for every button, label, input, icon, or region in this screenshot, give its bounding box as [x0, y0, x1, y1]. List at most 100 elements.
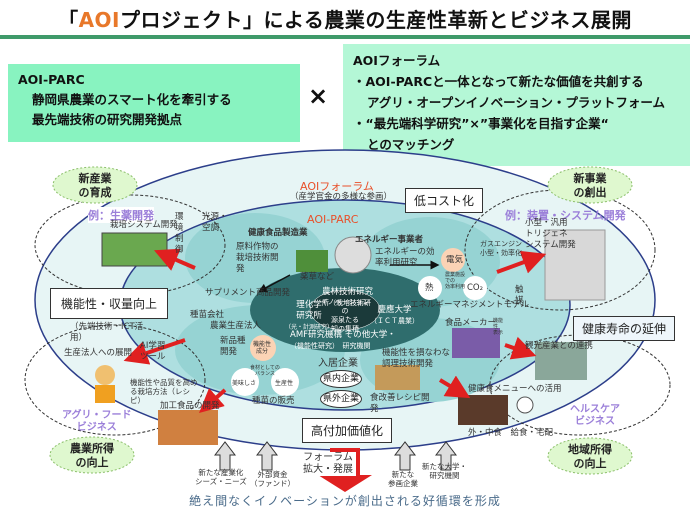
supplement-label: サプリメント商品開発 — [205, 288, 291, 298]
label-line: 触 — [515, 285, 524, 295]
ai-tool-label: AI学習ツール — [140, 341, 166, 363]
label-line: フォーラム — [303, 452, 353, 463]
red-arrow-processed — [199, 388, 227, 413]
red-arrow-farm — [123, 338, 186, 365]
label-line: 参画企業 — [388, 479, 418, 488]
parc-line-1: 静岡県農業のスマート化を牽引する — [32, 92, 232, 107]
energy-center-text: 農業施設での効率利用 — [445, 272, 465, 290]
forum-bullet-2b: とのマッチング — [367, 137, 455, 152]
co2-node — [463, 276, 487, 300]
forum-heading: AOIフォーラム — [353, 53, 441, 68]
label-line: システム開発 — [525, 240, 576, 250]
tourism-label: 観光産業との連携 — [525, 341, 593, 351]
label-line: での — [445, 278, 456, 284]
raw-tech-label: 原料作物の栽培技術開発 — [236, 242, 279, 275]
char: 制 — [175, 234, 184, 244]
label-line: 率利用研究 — [375, 258, 418, 268]
label-line: イノベーションの — [320, 298, 370, 315]
recipe-photo — [375, 365, 420, 390]
vegetable-photo — [452, 328, 500, 358]
trigen-photo — [544, 229, 606, 301]
seeds-needs-label: 新たな産業化シーズ・ニーズ — [195, 468, 247, 486]
label-line: の創出 — [573, 186, 607, 199]
char: 御 — [175, 245, 184, 255]
label-line: トリジェネ — [525, 229, 568, 239]
functional-tag-label: 機能性表示 — [493, 318, 503, 336]
pref-in-companies: 県内企業 — [320, 370, 362, 388]
label-line: 用） — [70, 333, 88, 343]
tech-note-label: （先端技術・ICT活用） — [70, 322, 143, 344]
farmer-icon — [95, 365, 115, 385]
high-value-label: 高付加価値化 — [302, 418, 393, 443]
health-life-label: 健康寿命の延伸 — [573, 316, 676, 341]
cooking-tech-label: 機能性を損なわな調理技術開発 — [382, 348, 450, 370]
title-underline — [0, 35, 690, 39]
knowledge-center-label: イノベーションの源泉たる知の集積 — [320, 298, 370, 334]
cultivation-photo — [101, 232, 168, 267]
page-title: 「AOIプロジェクト」による農業の生産性革新とビジネス展開 — [0, 4, 690, 33]
label-line: 光源・ — [202, 212, 228, 222]
label-line: ビジネス — [76, 422, 117, 433]
label-line: 食材としての — [250, 365, 280, 371]
label-line: 機能性や品質を高め — [130, 378, 198, 387]
menu-label: 健康食メニューへの活用 — [468, 384, 562, 394]
label-line: 栽培技術開 — [236, 253, 279, 263]
label-line: 外部資金 — [257, 470, 288, 479]
label-line: アグリ・フード — [62, 410, 132, 421]
label-line: 小型・汎用 — [525, 218, 568, 228]
productivity-node — [271, 368, 299, 396]
label-line: 成分 — [256, 348, 269, 355]
seed-sales-label: 種苗の販売 — [252, 396, 295, 406]
cultivation-method-label: 機能性や品質を高める栽培方法（レシピ） — [130, 378, 198, 405]
label-line: 開発 — [220, 347, 238, 357]
label-line: （光・計測研究） — [285, 324, 334, 331]
example-device-system: 例：装置・システム開発 — [505, 209, 626, 222]
label-line: 農業所得 — [70, 442, 114, 455]
forum-bullet-2a: ・“最先端科学研究”×”事業化を目指す企業“ — [353, 116, 609, 131]
pref-out-companies: 県外企業 — [320, 390, 362, 408]
burst-farm-income-label: 農業所得の向上 — [50, 442, 134, 470]
label-line: バランス — [254, 371, 275, 377]
agri-food-business-label: アグリ・フードビジネス — [62, 410, 132, 434]
burst-new-business-label: 新事業の創出 — [548, 172, 632, 200]
herbs-label: 薬草など — [300, 272, 335, 282]
restaurant-photo — [458, 395, 508, 425]
riken-label: 理化学研究所（光・計測研究） — [285, 300, 333, 333]
label-line: ピ） — [130, 396, 145, 405]
up-arrow-universities — [434, 441, 458, 471]
label-line: 所（栽培技術研 — [322, 299, 371, 307]
aoi-forum-summary-box: AOIフォーラム ・AOI-PARCと一体となって新たな価値を共創する アグリ・… — [343, 44, 690, 166]
farm-expand-label: 生産法人への展開 — [64, 348, 133, 358]
farm-corp-label: 農業生産法人 — [210, 321, 262, 331]
processed-food-label: 加工食品の開発 — [160, 401, 220, 411]
label-line: 理化学 — [296, 300, 322, 310]
label-line: ビジネス — [575, 416, 615, 427]
cultivation-system-label: 栽培システム開発 — [110, 220, 178, 230]
char: 環 — [175, 212, 184, 222]
label-line: （機能性研究） 研究機関 — [290, 342, 371, 350]
new-variety-label: 新品種開発 — [220, 336, 246, 358]
chef-icon — [516, 396, 534, 414]
label-line: 空調 — [202, 223, 220, 233]
dome-icon — [334, 236, 372, 274]
forum-expand-label: フォーラム拡大・発展 — [300, 452, 356, 476]
label-line: （ファンド） — [250, 479, 295, 488]
label-line: 新たな — [391, 470, 415, 479]
label-line: 源泉たる — [331, 316, 359, 324]
label-line: 拡大・発展 — [303, 464, 353, 475]
label-line: ツール — [140, 352, 166, 362]
label-line: 機能性 — [253, 341, 272, 348]
health-food-title: 健康食品製造業 — [248, 228, 308, 238]
label-line: 農業施設 — [445, 272, 466, 278]
label-line: 知の集積 — [331, 325, 359, 333]
up-arrow-funding — [255, 441, 279, 471]
parc-heading: AOI-PARC — [18, 72, 85, 87]
knowledge-center-ellipse — [309, 289, 381, 331]
label-line: 調理技術開発 — [382, 359, 434, 369]
functional-label: 機能性成分 — [253, 341, 271, 355]
parc-line-2: 最先端技術の研究開発拠点 — [32, 112, 183, 127]
black-arrow-supplement — [258, 274, 291, 293]
low-cost-label: 低コスト化 — [405, 188, 484, 213]
label-line: 食改善レシピ開 — [370, 393, 430, 403]
